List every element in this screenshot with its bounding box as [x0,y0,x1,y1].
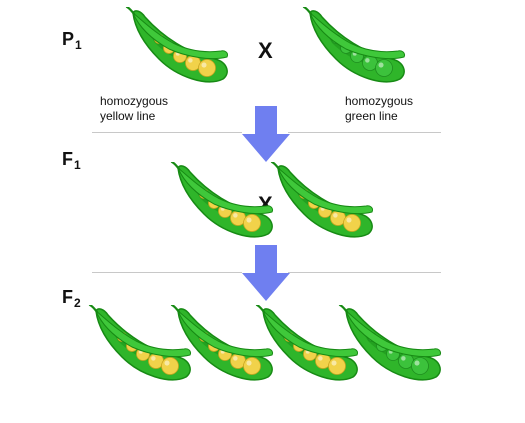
divider-line-p1-left [92,132,242,133]
down-arrow-icon-f1-to-f2 [242,245,290,301]
pea-seed [411,357,429,375]
pea-pod-icon-f2-first [88,305,191,381]
pea-pod-icon-f1-second [270,162,373,238]
pea-seed [243,214,261,232]
pea-pod-icon-f1-first [170,162,273,238]
generation-label-f2: F2 [62,287,81,310]
pea-pod-icon-parent-yellow [125,7,228,83]
pea-seed [343,214,361,232]
pea-pod-icon-f2-fourth [338,305,441,381]
divider-line-f1-right [288,272,441,273]
pea-pod-icon-parent-green [302,7,405,83]
parent-left-label: homozygous yellow line [100,94,169,123]
generation-label-f1: F1 [62,149,81,172]
generation-label-p1: P1 [62,29,82,52]
pea-seed [375,59,393,77]
parent-right-label: homozygous green line [345,94,414,123]
down-arrow-icon-p1-to-f1 [242,106,290,162]
pea-pod-icon-f2-third [255,305,358,381]
cross-symbol-p1: X [258,38,273,63]
divider-line-f1-left [92,272,242,273]
pea-seed [198,59,216,77]
divider-line-p1-right [288,132,441,133]
pea-pod-icon-f2-second [170,305,273,381]
